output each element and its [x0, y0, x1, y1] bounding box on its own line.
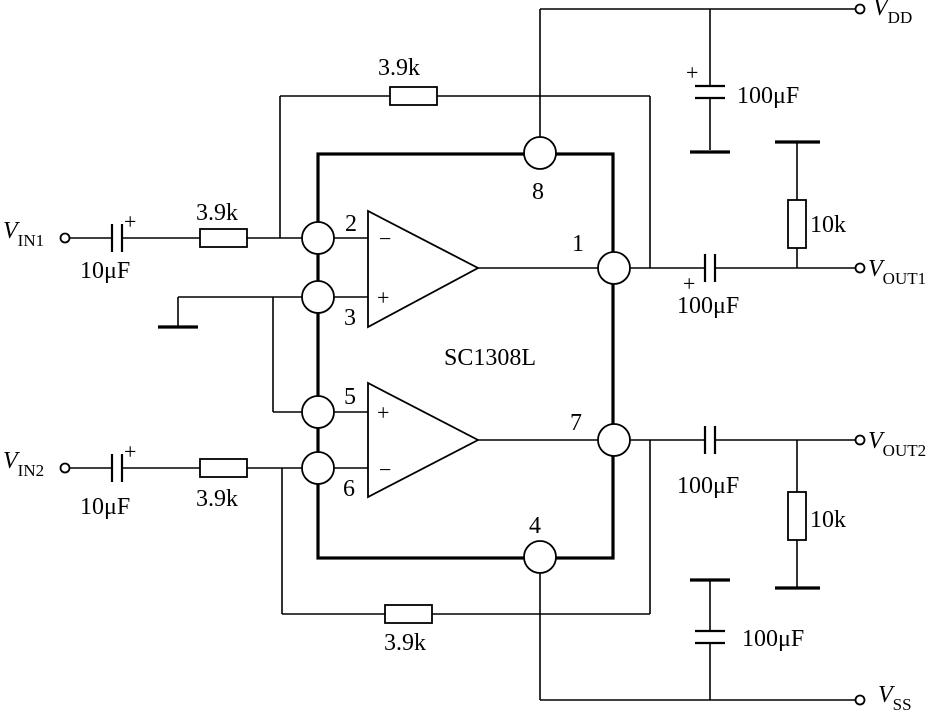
pin-2-label: 2 — [345, 211, 357, 237]
capacitor-output-1 — [703, 254, 717, 282]
op-amp-1 — [367, 209, 480, 329]
pin-7 — [597, 423, 631, 457]
capacitor-input-1-plus: + — [124, 209, 136, 234]
capacitor-vdd-plus: + — [686, 60, 698, 85]
terminal-vin2 — [59, 462, 71, 474]
capacitor-vss-value: 100μF — [742, 626, 804, 652]
terminal-vss — [854, 694, 866, 706]
capacitor-output-2 — [703, 426, 717, 454]
wires — [70, 8, 855, 701]
pin-3 — [301, 280, 335, 314]
capacitor-input-1-value: 10μF — [80, 258, 130, 284]
pin-8-label: 8 — [532, 179, 544, 205]
op-amp-2 — [367, 381, 480, 499]
resistor-input-1-value: 3.9k — [196, 200, 238, 226]
terminal-vout1-label: VOUT1 — [868, 256, 926, 288]
capacitor-output-1-plus: + — [683, 271, 695, 296]
resistor-load-2-value: 10k — [810, 507, 846, 533]
capacitor-output-1-value: 100μF — [677, 293, 739, 319]
pin-7-label: 7 — [570, 410, 582, 436]
resistor-input-2 — [199, 458, 248, 478]
resistor-load-1-value: 10k — [810, 212, 846, 238]
resistor-feedback-2 — [384, 604, 433, 624]
capacitor-output-2-value: 100μF — [677, 473, 739, 499]
op-amp-2-noninverting-sign: + — [377, 400, 389, 425]
terminal-vin2-label: VIN2 — [3, 448, 44, 480]
terminal-vout1 — [854, 262, 866, 274]
pin-5 — [301, 395, 335, 429]
pin-4 — [523, 540, 557, 574]
pin-8 — [523, 136, 557, 170]
resistor-feedback-1-value: 3.9k — [378, 55, 420, 81]
terminal-vdd-label: VDD — [873, 0, 912, 27]
terminal-vin1 — [59, 232, 71, 244]
terminal-vss-label: VSS — [878, 682, 912, 714]
capacitor-vdd — [695, 84, 725, 100]
capacitor-input-1 — [110, 224, 124, 252]
pin-2 — [301, 221, 335, 255]
pin-5-label: 5 — [344, 384, 356, 410]
pin-1 — [597, 251, 631, 285]
resistor-feedback-2-value: 3.9k — [384, 630, 426, 656]
terminal-vin1-label: VIN1 — [3, 218, 44, 250]
pins — [301, 136, 631, 574]
capacitor-input-2-value: 10μF — [80, 494, 130, 520]
chip-name: SC1308L — [444, 345, 536, 371]
pin-3-label: 3 — [344, 305, 356, 331]
resistor-feedback-1 — [389, 86, 438, 106]
capacitor-input-2-plus: + — [124, 439, 136, 464]
terminal-vdd — [854, 3, 866, 15]
resistor-load-1 — [787, 199, 807, 249]
capacitor-input-2 — [110, 454, 124, 482]
pin-4-label: 4 — [529, 513, 541, 539]
resistor-load-2 — [787, 491, 807, 541]
capacitor-vss — [695, 629, 725, 645]
terminal-vout2 — [854, 434, 866, 446]
pin-6 — [301, 451, 335, 485]
capacitor-vdd-value: 100μF — [737, 83, 799, 109]
pin-6-label: 6 — [343, 476, 355, 502]
op-amp-1-inverting-sign: − — [379, 226, 391, 251]
chip-body — [316, 152, 615, 560]
pin-1-label: 1 — [572, 231, 584, 257]
terminal-vout2-label: VOUT2 — [868, 428, 926, 460]
op-amp-2-inverting-sign: − — [379, 457, 391, 482]
resistor-input-1 — [199, 228, 248, 248]
op-amp-1-noninverting-sign: + — [377, 285, 389, 310]
resistor-input-2-value: 3.9k — [196, 486, 238, 512]
